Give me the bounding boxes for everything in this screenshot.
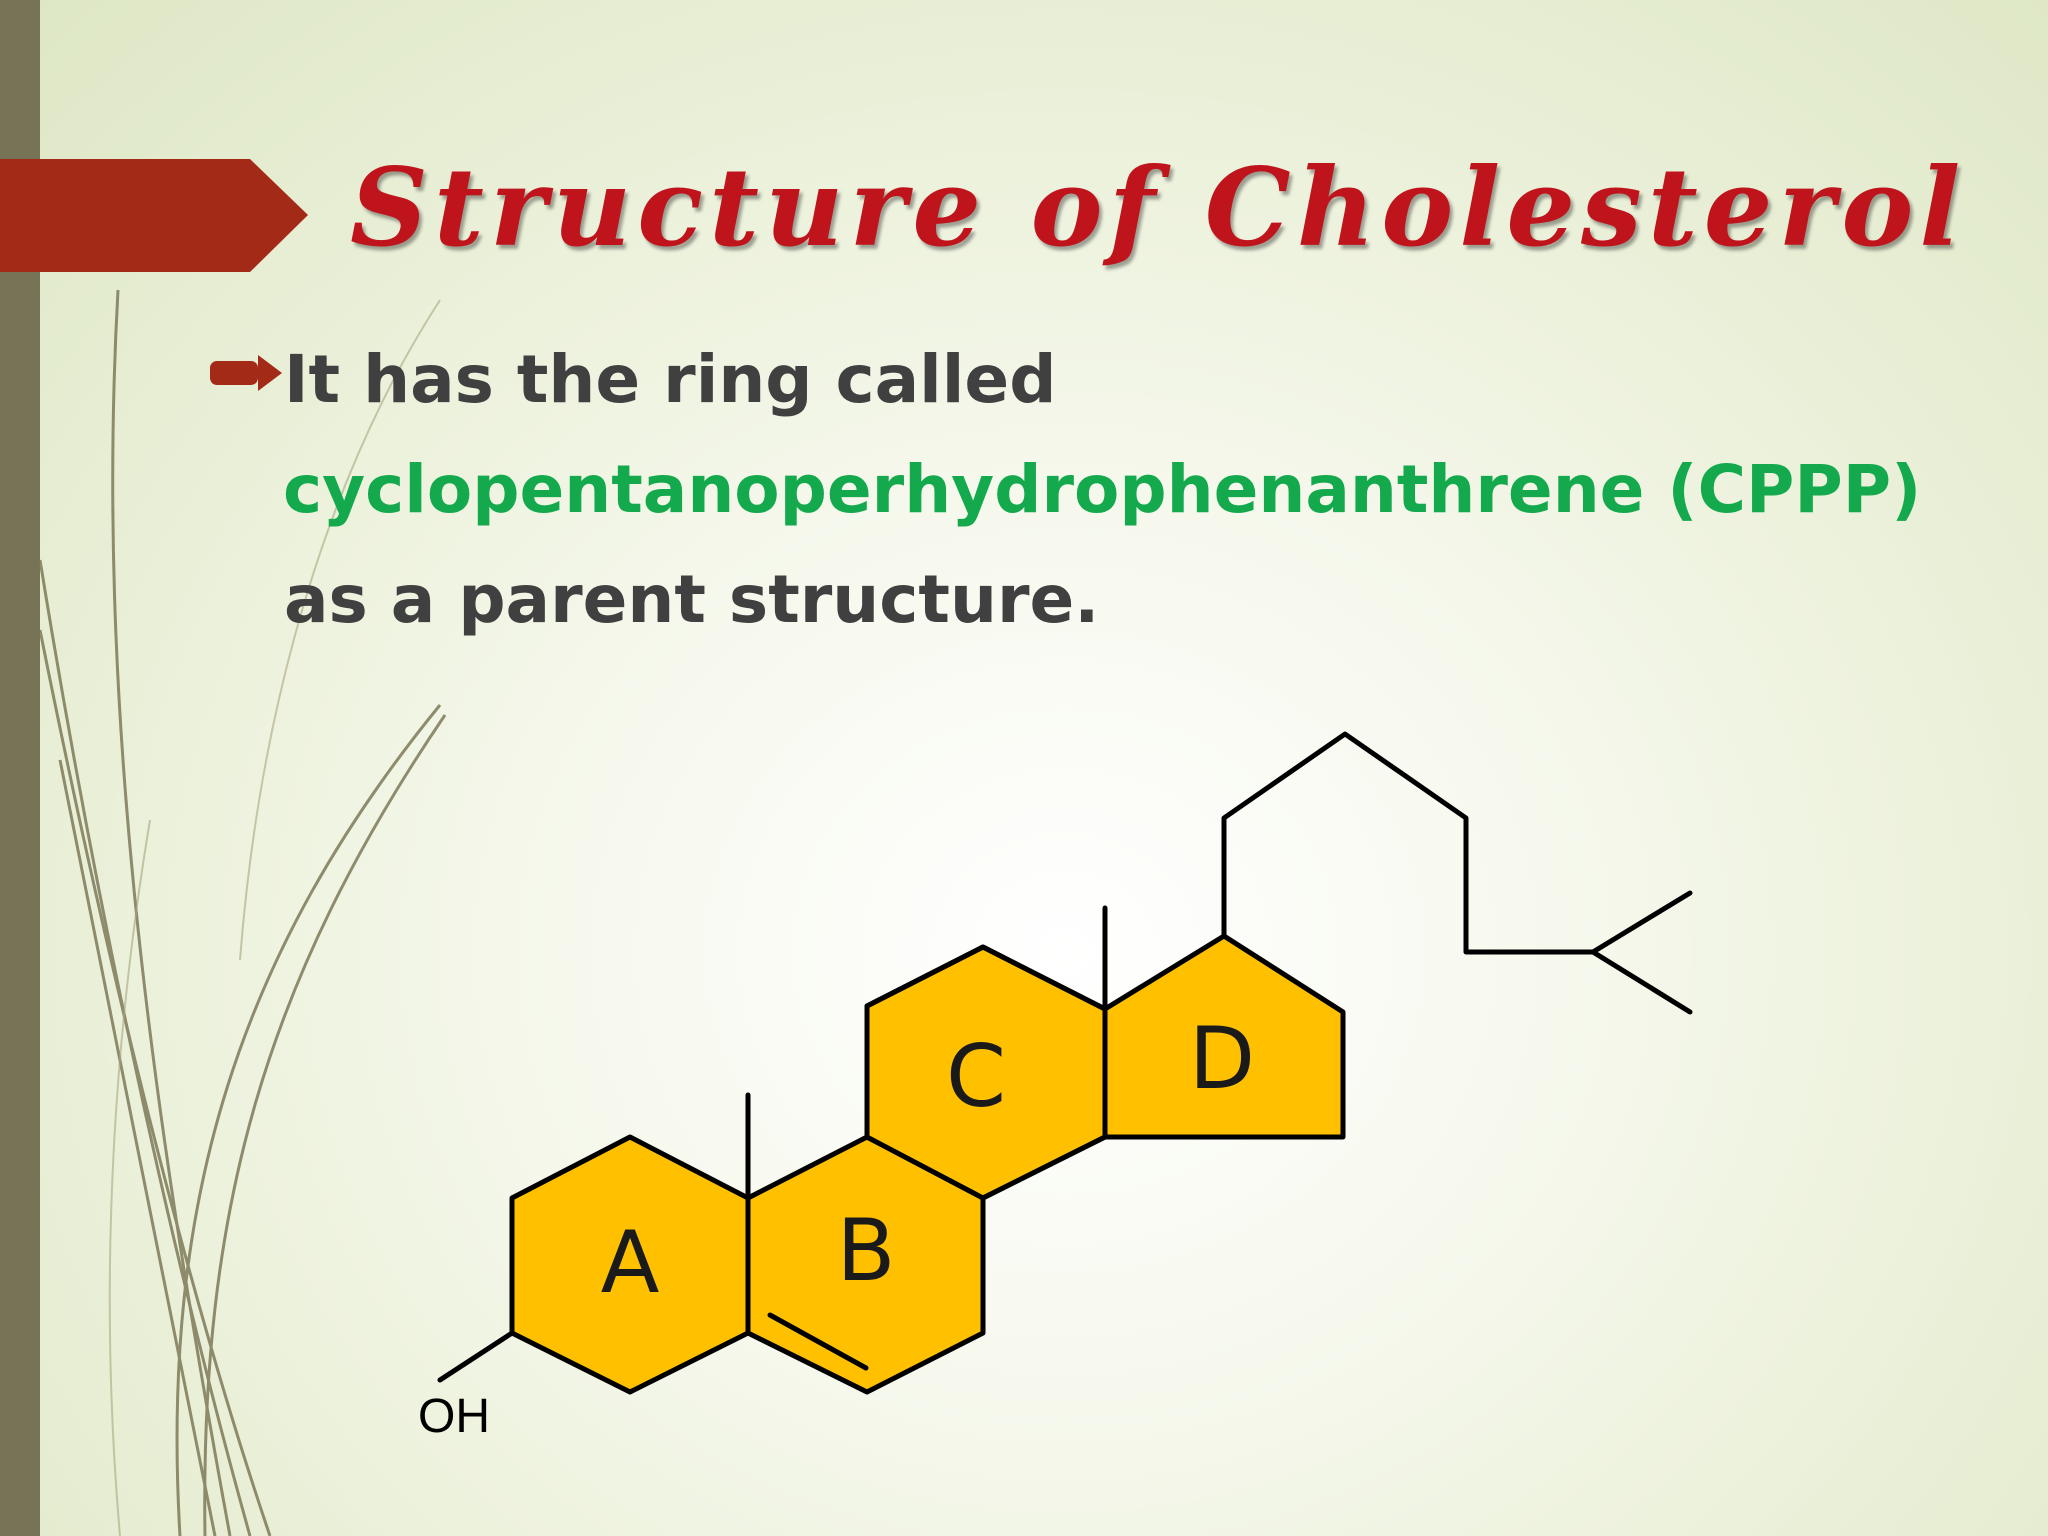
hydroxyl-label: OH <box>418 1390 490 1443</box>
bullet-line-1: It has the ring called <box>284 341 1057 418</box>
ring-label-c: C <box>946 1027 1006 1127</box>
ring-label-d: D <box>1189 1009 1255 1109</box>
bullet-arrow-icon <box>210 355 282 391</box>
slide-title: Structure of Cholesterol <box>350 145 1967 271</box>
ring-label-a: A <box>601 1213 660 1313</box>
double-bond-ring-b <box>767 1312 869 1371</box>
bullet-text: It has the ring called cyclopentanoperhy… <box>283 325 2004 655</box>
bullet-highlight-cppp: cyclopentanoperhydrophenanthrene (CPPP) <box>283 451 1922 528</box>
emphasis-bond-c-top <box>864 944 1108 1012</box>
bullet-line-3: as a parent structure. <box>284 561 1100 638</box>
side-chain-branch <box>1590 949 1693 1015</box>
emphasis-bond-bc <box>980 1134 1108 1201</box>
ring-label-b: B <box>837 1201 896 1301</box>
title-arrow-banner <box>0 159 308 272</box>
hydroxyl-bond <box>437 1330 515 1383</box>
side-chain <box>1221 731 1693 955</box>
ring-d <box>1102 933 1346 1140</box>
